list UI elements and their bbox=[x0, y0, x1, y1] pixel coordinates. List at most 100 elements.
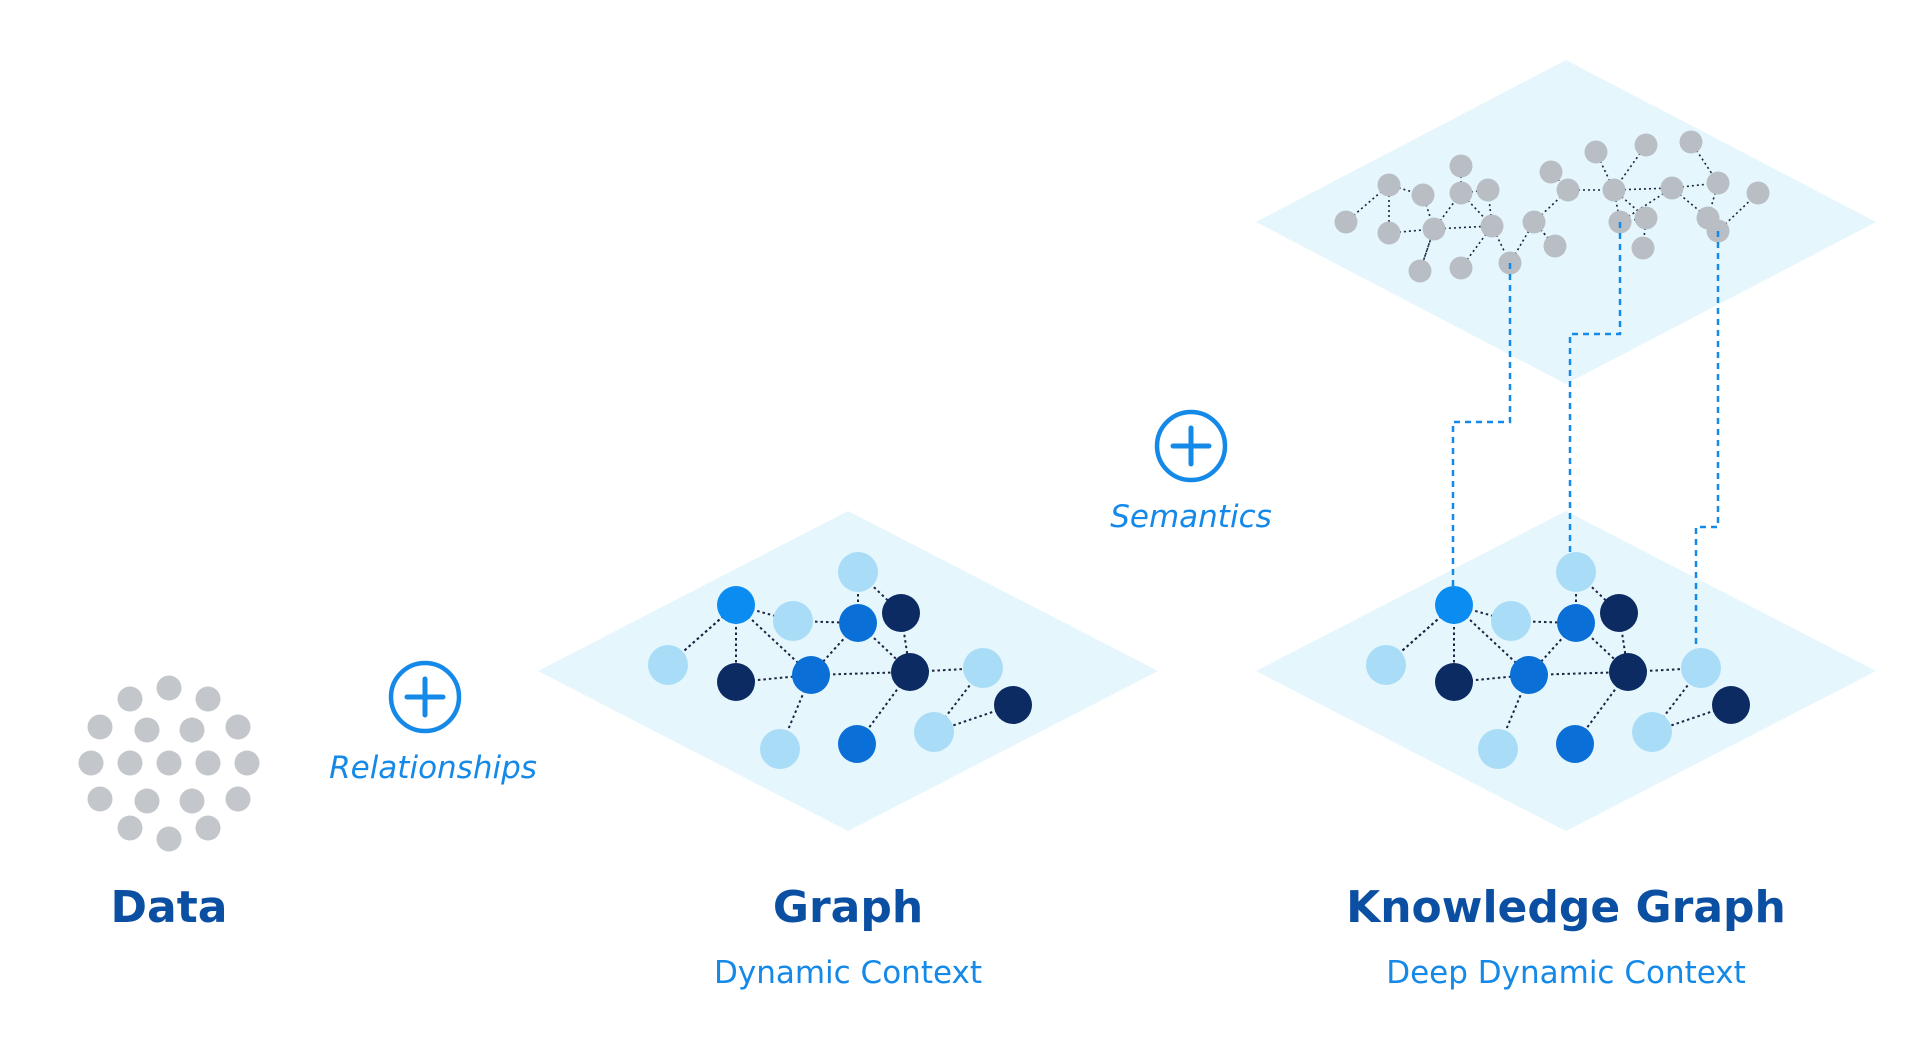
semantics-operator: Semantics bbox=[1110, 409, 1272, 535]
data-dot bbox=[195, 686, 221, 712]
data-dot bbox=[117, 750, 143, 776]
data-dot bbox=[156, 826, 182, 852]
semantic-node bbox=[1476, 178, 1500, 202]
semantic-node bbox=[1449, 181, 1473, 205]
knowledge-graph-title: Knowledge Graph bbox=[1346, 882, 1786, 933]
network-node bbox=[891, 653, 929, 691]
semantic-node bbox=[1522, 210, 1546, 234]
semantic-node bbox=[1411, 183, 1435, 207]
layer-connector-3 bbox=[1694, 231, 1720, 667]
network-node bbox=[1609, 653, 1647, 691]
semantic-node bbox=[1706, 171, 1730, 195]
data-dot bbox=[87, 786, 113, 812]
network-edge bbox=[1453, 604, 1512, 622]
network-node bbox=[717, 586, 755, 624]
semantic-node bbox=[1634, 133, 1658, 157]
network-node bbox=[1600, 594, 1638, 632]
data-dot bbox=[117, 815, 143, 841]
network-node bbox=[1556, 725, 1594, 763]
data-dot bbox=[134, 717, 160, 743]
semantic-node bbox=[1480, 214, 1504, 238]
network-node bbox=[994, 686, 1032, 724]
plus-circle-icon bbox=[1154, 409, 1228, 483]
network-edge bbox=[735, 604, 794, 622]
network-edge bbox=[1574, 671, 1629, 745]
network-node bbox=[838, 552, 878, 592]
knowledge-graph-plane bbox=[1256, 511, 1876, 831]
data-dot bbox=[225, 714, 251, 740]
semantic-node bbox=[1602, 178, 1626, 202]
network-node bbox=[717, 663, 755, 701]
network-node bbox=[1632, 712, 1672, 752]
semantic-node bbox=[1449, 154, 1473, 178]
relationships-label: Relationships bbox=[329, 750, 537, 786]
semantic-layer-plane bbox=[1256, 60, 1876, 384]
semantic-node bbox=[1334, 210, 1358, 234]
network-node bbox=[1557, 604, 1595, 642]
semantics-label: Semantics bbox=[1110, 499, 1272, 535]
semantic-node bbox=[1556, 178, 1580, 202]
knowledge-graph-subtitle: Deep Dynamic Context bbox=[1386, 955, 1746, 991]
network-node bbox=[963, 648, 1003, 688]
data-dot bbox=[156, 675, 182, 701]
data-dot-cluster bbox=[78, 675, 260, 852]
network-node bbox=[838, 725, 876, 763]
data-dot bbox=[179, 717, 205, 743]
network-node bbox=[792, 656, 830, 694]
knowledge-graph-network bbox=[1366, 552, 1750, 769]
network-node bbox=[1712, 686, 1750, 724]
semantic-node bbox=[1539, 160, 1563, 184]
data-dot bbox=[156, 750, 182, 776]
network-node bbox=[1510, 656, 1548, 694]
semantic-node bbox=[1584, 140, 1608, 164]
data-dot bbox=[179, 788, 205, 814]
semantic-node bbox=[1679, 130, 1703, 154]
layer-connector-2 bbox=[1568, 222, 1622, 571]
network-node bbox=[1491, 601, 1531, 641]
network-edge bbox=[1385, 604, 1455, 666]
semantic-node bbox=[1746, 181, 1770, 205]
semantic-node bbox=[1377, 173, 1401, 197]
graph-plane bbox=[538, 511, 1158, 831]
graph-subtitle: Dynamic Context bbox=[714, 955, 982, 991]
data-dot bbox=[134, 788, 160, 814]
semantic-node bbox=[1377, 221, 1401, 245]
semantic-layer-network bbox=[1334, 130, 1770, 283]
network-node bbox=[1681, 648, 1721, 688]
semantic-node bbox=[1660, 176, 1684, 200]
data-dot bbox=[234, 750, 260, 776]
network-node bbox=[1556, 552, 1596, 592]
data-dot bbox=[117, 686, 143, 712]
network-edge bbox=[856, 671, 911, 745]
semantic-node bbox=[1408, 259, 1432, 283]
semantic-node bbox=[1422, 217, 1446, 241]
semantic-node bbox=[1631, 236, 1655, 260]
data-dot bbox=[78, 750, 104, 776]
network-node bbox=[1366, 645, 1406, 685]
data-title: Data bbox=[111, 882, 228, 933]
semantic-node bbox=[1634, 206, 1658, 230]
network-node bbox=[882, 594, 920, 632]
layer-connectors bbox=[1451, 222, 1720, 667]
semantic-node bbox=[1449, 256, 1473, 280]
network-node bbox=[760, 729, 800, 769]
graph-network bbox=[648, 552, 1032, 769]
semantic-node bbox=[1543, 234, 1567, 258]
network-node bbox=[1478, 729, 1518, 769]
network-node bbox=[1435, 663, 1473, 701]
data-dot bbox=[87, 714, 113, 740]
network-node bbox=[839, 604, 877, 642]
data-dot bbox=[195, 815, 221, 841]
network-node bbox=[648, 645, 688, 685]
network-node bbox=[1435, 586, 1473, 624]
data-dot bbox=[195, 750, 221, 776]
relationships-operator: Relationships bbox=[329, 660, 537, 786]
layer-connector-1 bbox=[1451, 263, 1512, 603]
network-edge bbox=[667, 604, 737, 666]
network-node bbox=[773, 601, 813, 641]
graph-title: Graph bbox=[773, 882, 923, 933]
network-node bbox=[914, 712, 954, 752]
semantic-edge bbox=[1460, 225, 1493, 269]
plus-circle-icon bbox=[388, 660, 462, 734]
